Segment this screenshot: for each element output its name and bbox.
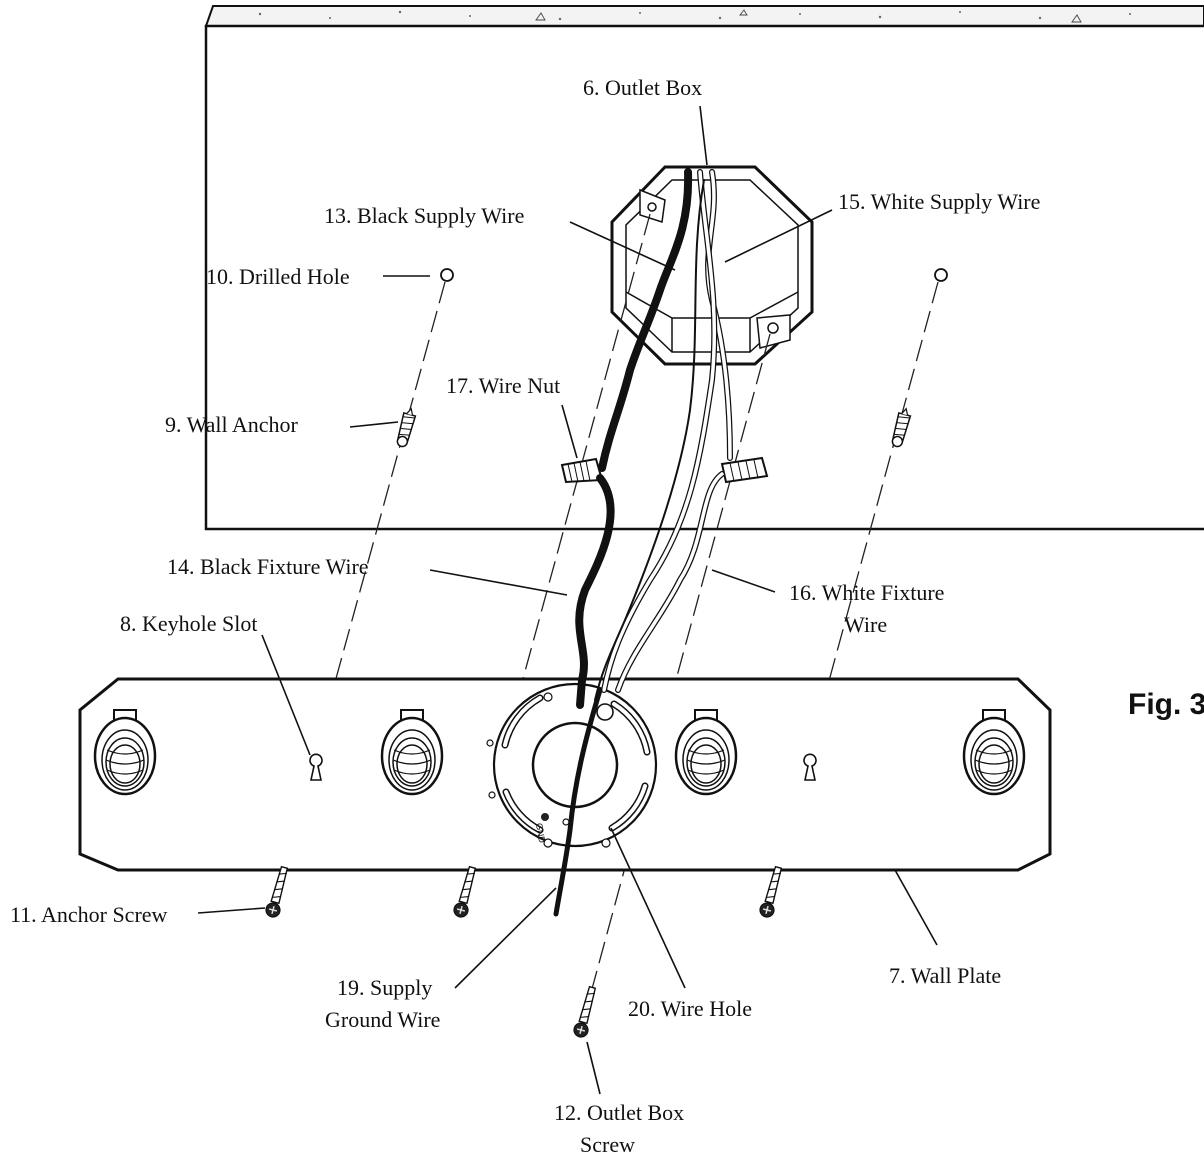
keyhole-slot-right xyxy=(803,753,817,781)
wires xyxy=(553,168,769,917)
alignment-lines xyxy=(273,213,939,1023)
wall-texture xyxy=(258,9,1131,23)
label-anchor-screw: 11. Anchor Screw xyxy=(10,902,168,927)
black-supply-wire xyxy=(598,168,693,472)
supply-ground-wire xyxy=(553,687,603,917)
drilled-hole-left xyxy=(440,268,454,282)
mounting-ring: GND xyxy=(486,682,658,848)
label-white-fixture-wire-1: 16. White Fixture xyxy=(789,580,944,605)
label-keyhole-slot: 8. Keyhole Slot xyxy=(120,611,258,636)
label-wall-anchor: 9. Wall Anchor xyxy=(165,412,299,437)
label-outlet-box-screw-2: Screw xyxy=(580,1132,635,1157)
label-white-supply-wire: 15. White Supply Wire xyxy=(838,189,1040,214)
label-black-supply-wire: 13. Black Supply Wire xyxy=(324,203,524,228)
leader-lines xyxy=(197,105,938,1095)
keyhole-slot-left xyxy=(309,753,323,781)
drilled-hole-right xyxy=(934,268,948,282)
label-supply-ground-wire-2: Ground Wire xyxy=(325,1007,440,1032)
label-drilled-hole: 10. Drilled Hole xyxy=(206,264,350,289)
ground-marking: GND xyxy=(534,822,547,844)
label-white-fixture-wire-2: Wire xyxy=(844,612,887,637)
black-fixture-wire xyxy=(575,474,615,684)
white-fixture-wire xyxy=(616,472,724,692)
label-outlet-box: 6. Outlet Box xyxy=(583,75,702,100)
labels: 6. Outlet Box 13. Black Supply Wire 15. … xyxy=(10,75,1204,1157)
screw-icon xyxy=(263,864,292,920)
label-black-fixture-wire: 14. Black Fixture Wire xyxy=(167,554,369,579)
screw-icon xyxy=(571,984,600,1040)
screw-icon xyxy=(757,864,786,920)
label-outlet-box-screw-1: 12. Outlet Box xyxy=(554,1100,684,1125)
label-wire-hole: 20. Wire Hole xyxy=(628,996,752,1021)
label-supply-ground-wire-1: 19. Supply xyxy=(337,975,432,1000)
screw-icon xyxy=(451,864,480,920)
label-wall-plate: 7. Wall Plate xyxy=(889,963,1001,988)
label-wire-nut: 17. Wire Nut xyxy=(446,373,560,398)
figure-label: Fig. 3 xyxy=(1128,688,1204,721)
